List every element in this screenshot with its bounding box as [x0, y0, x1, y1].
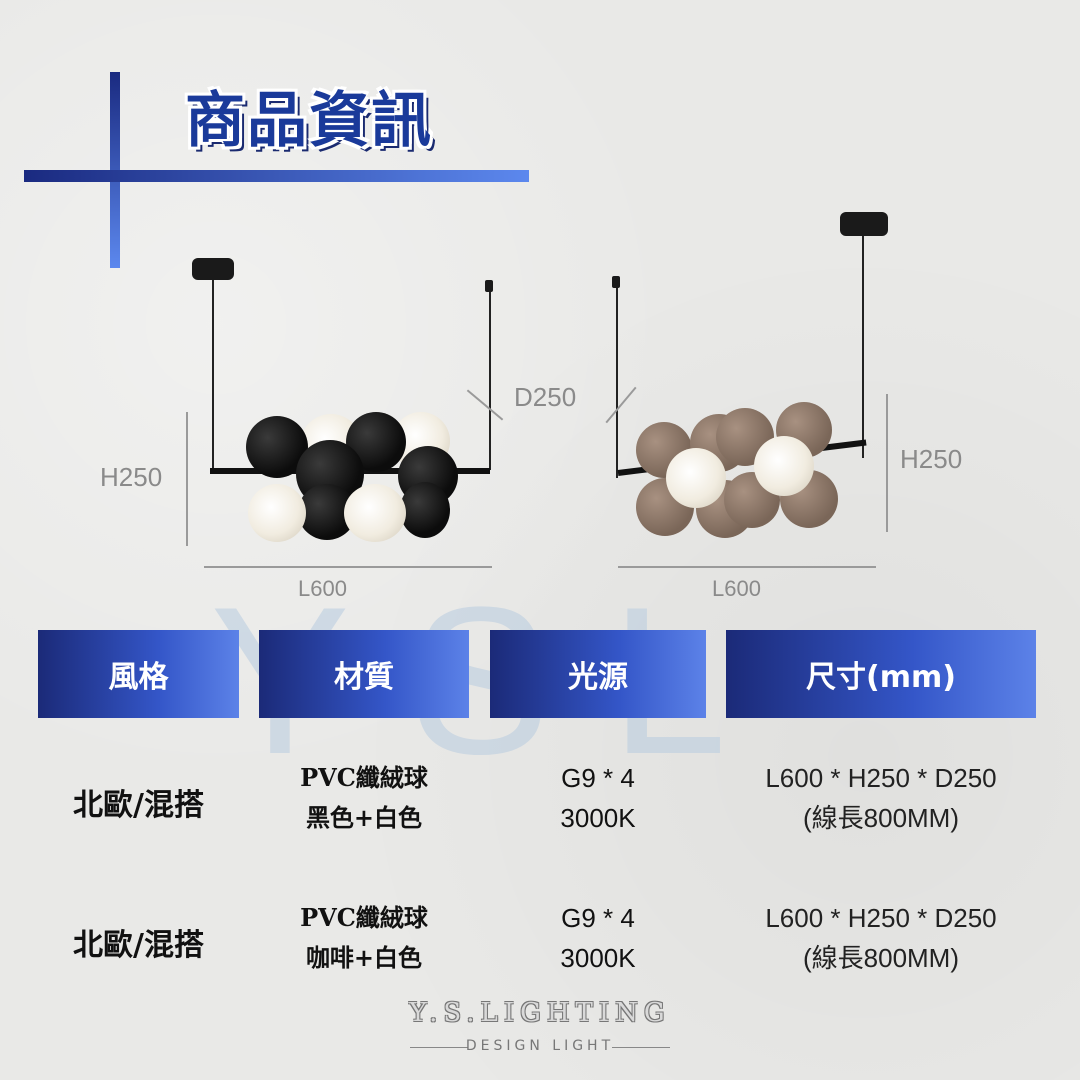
dimension-length-left: L600: [298, 576, 347, 601]
dimension-line-depth-right: [605, 386, 637, 424]
table-header-material: 材質: [259, 630, 469, 718]
tagline-rule-left: [410, 1047, 468, 1048]
page-title: 商品資訊: [185, 86, 433, 156]
table-row-1-material: PVC纖絨球 黑色+白色: [259, 758, 469, 838]
globe-white: [344, 484, 406, 542]
globe-white: [666, 448, 726, 508]
table-header-size: 尺寸(mm): [726, 630, 1036, 718]
size-line-2: (線長800MM): [802, 803, 959, 833]
material-line-1: PVC纖絨球: [300, 763, 428, 792]
wire-clip: [612, 276, 620, 288]
dimension-height-left: H250: [100, 462, 163, 492]
ceiling-canopy: [840, 212, 888, 236]
table-header-style: 風格: [38, 630, 239, 718]
dimension-length-right: L600: [712, 576, 761, 601]
light-line-2: 3000K: [560, 943, 636, 973]
suspension-wire: [489, 282, 491, 470]
table-header-light-source: 光源: [490, 630, 706, 718]
table-row-2-light: G9 * 4 3000K: [490, 898, 706, 978]
suspension-wire: [862, 236, 864, 458]
table-row-1-style: 北歐/混搭: [73, 788, 204, 823]
table-row-1-light: G9 * 4 3000K: [490, 758, 706, 838]
size-line-1: L600 * H250 * D250: [765, 903, 997, 933]
globe-black: [400, 482, 450, 538]
size-line-1: L600 * H250 * D250: [765, 763, 997, 793]
table-row-1-size: L600 * H250 * D250 (線長800MM): [726, 758, 1036, 838]
light-line-1: G9 * 4: [561, 903, 635, 933]
dimension-depth: D250: [514, 382, 577, 412]
tagline-rule-right: [612, 1047, 670, 1048]
material-line-2: 黑色+白色: [305, 803, 423, 832]
table-row-2-style: 北歐/混搭: [73, 928, 204, 963]
size-line-2: (線長800MM): [802, 943, 959, 973]
brand-logo: Y.S.LIGHTING: [409, 998, 671, 1028]
ceiling-canopy: [192, 258, 234, 280]
suspension-wire: [212, 280, 214, 468]
dimension-line-length-right: [618, 566, 876, 568]
light-line-1: G9 * 4: [561, 763, 635, 793]
dimension-line-height-left: [186, 412, 188, 546]
material-line-1: PVC纖絨球: [300, 903, 428, 932]
header-horizontal-bar: [24, 170, 529, 182]
dimension-line-depth-left: [466, 389, 504, 421]
globe-white: [754, 436, 814, 496]
light-line-2: 3000K: [560, 803, 636, 833]
material-line-2: 咖啡+白色: [305, 943, 423, 972]
brand-tagline: DESIGN LIGHT: [465, 1038, 615, 1054]
table-row-2-size: L600 * H250 * D250 (線長800MM): [726, 898, 1036, 978]
dimension-line-height-right: [886, 394, 888, 532]
globe-white: [248, 484, 306, 542]
table-row-2-material: PVC纖絨球 咖啡+白色: [259, 898, 469, 978]
dimension-height-right: H250: [900, 444, 963, 474]
suspension-wire: [616, 278, 618, 478]
wire-clip: [485, 280, 493, 292]
dimension-line-length-left: [204, 566, 492, 568]
